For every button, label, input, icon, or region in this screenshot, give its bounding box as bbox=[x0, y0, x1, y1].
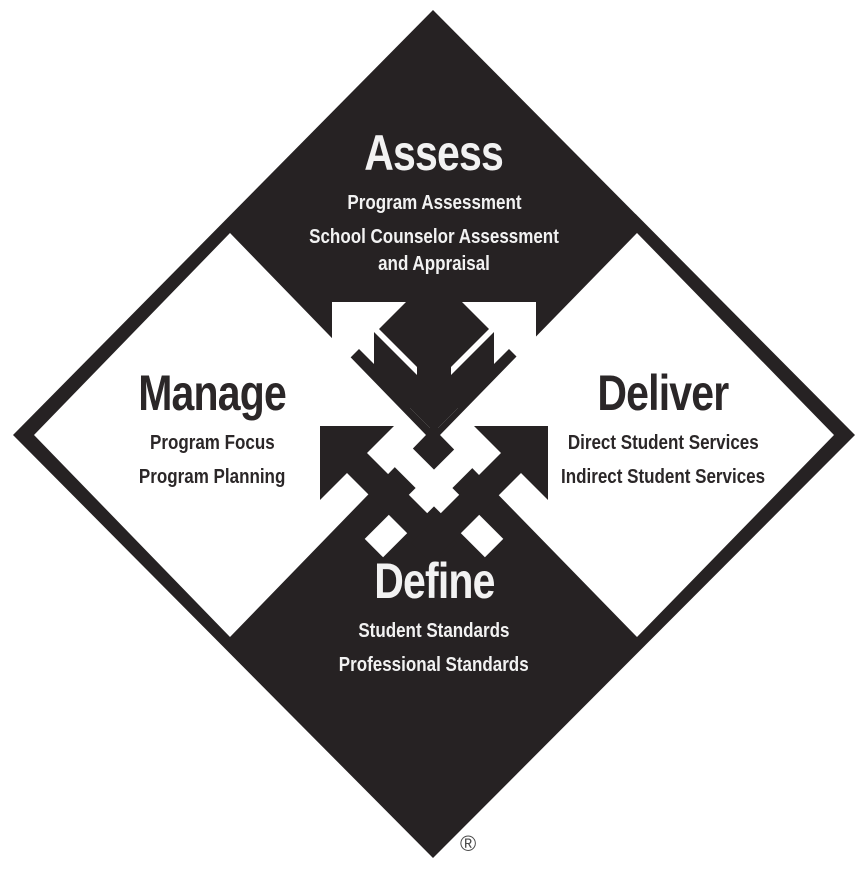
down-arrow-head-icon bbox=[374, 332, 494, 432]
four-arrows-icon bbox=[320, 262, 548, 563]
define-item: Student Standards bbox=[358, 620, 510, 642]
assess-item: Program Assessment bbox=[346, 192, 522, 214]
manage-items: Program Focus Program Planning bbox=[32, 430, 392, 491]
deliver-panel bbox=[440, 233, 834, 637]
registered-trademark: ® bbox=[460, 831, 477, 856]
define-title: Define bbox=[373, 553, 495, 609]
assess-title: Assess bbox=[364, 125, 505, 181]
manage-title: Manage bbox=[138, 365, 287, 421]
outer-diamond bbox=[13, 10, 855, 858]
manage-quadrant: Manage Program Focus Program Planning bbox=[32, 368, 392, 498]
define-items: Student Standards Professional Standards bbox=[254, 618, 614, 679]
manage-item: Program Planning bbox=[138, 466, 286, 488]
manage-item: Program Focus bbox=[149, 432, 275, 454]
assess-item: School Counselor Assessment and Appraisa… bbox=[309, 226, 559, 275]
deliver-item: Direct Student Services bbox=[567, 432, 759, 454]
deliver-items: Direct Student Services Indirect Student… bbox=[483, 430, 843, 491]
deliver-quadrant: Deliver Direct Student Services Indirect… bbox=[483, 368, 843, 498]
lower-right-arrow-icon bbox=[411, 426, 548, 563]
manage-panel bbox=[34, 233, 426, 637]
down-arrow-shaft-icon bbox=[417, 262, 451, 392]
lower-left-arrow-icon bbox=[320, 426, 457, 563]
deliver-item: Indirect Student Services bbox=[560, 466, 766, 488]
define-quadrant: Define Student Standards Professional St… bbox=[254, 556, 614, 686]
define-item: Professional Standards bbox=[339, 654, 529, 676]
assess-items: Program Assessment School Counselor Asse… bbox=[234, 190, 634, 278]
assess-quadrant: Assess Program Assessment School Counsel… bbox=[234, 128, 634, 285]
deliver-title: Deliver bbox=[597, 365, 729, 421]
